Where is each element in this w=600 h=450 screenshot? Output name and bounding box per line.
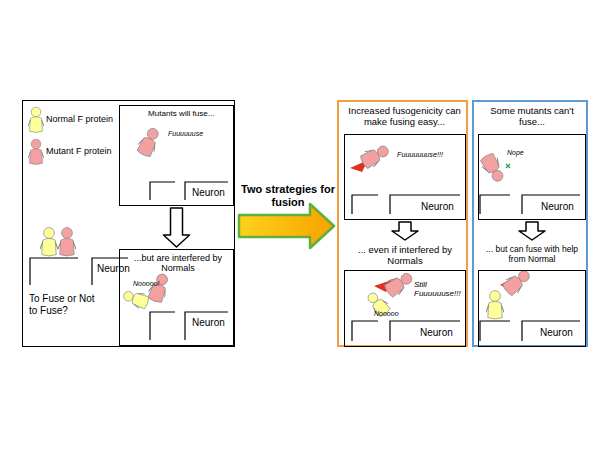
neuron-label: Neuron xyxy=(192,187,232,199)
block-arrow xyxy=(392,222,418,240)
block-arrow xyxy=(164,208,190,247)
neuron-ledges xyxy=(30,182,580,341)
neuron-label: Neuron xyxy=(420,327,460,339)
scene-box: ... even if interfered by NormalsStill F… xyxy=(344,242,466,347)
legend-figure xyxy=(28,138,44,166)
legend-text: Mutant F protein xyxy=(46,146,116,156)
scene-box: ... but can fuse with help from NormalNe… xyxy=(478,242,586,347)
caption-text: ... even if interfered by Normals xyxy=(346,245,464,267)
caption-text: Mutants will fuse... xyxy=(148,109,233,118)
caption-text: To Fuse or Not to Fuse? xyxy=(29,293,101,316)
strategy-panel: Some mutants can't fuse...NopeNeuron... … xyxy=(472,100,588,347)
neuron-label: Neuron xyxy=(192,317,232,329)
scene-box: ...but are interfered by NormalsNooooo! N… xyxy=(119,249,234,346)
caption-text: Some mutants can't fuse... xyxy=(478,106,586,128)
neuron-label: Neuron xyxy=(421,201,461,213)
block-arrow xyxy=(519,222,545,240)
neuron-label: Neuron xyxy=(540,327,580,339)
scene-box: NopeNeuron xyxy=(478,134,586,220)
legend-text: Normal F protein xyxy=(46,114,116,124)
neuron-label: Neuron xyxy=(541,201,581,213)
panel: Neuron To Fuse or Not to Fuse? Mutants wil… xyxy=(22,100,235,347)
speech-text: Still Fuuuuuuse!!! xyxy=(414,280,464,298)
speech-text: Nooooo! xyxy=(133,280,173,288)
legend-figure xyxy=(28,106,44,134)
speech-text: Fuuuuuuuse!!! xyxy=(397,151,465,159)
neuron-label: Neuron xyxy=(97,263,137,275)
strategy-panel: Increased fusogenicity can make fusing e… xyxy=(337,100,468,347)
caption-text: ...but are interfered by Normals xyxy=(124,253,232,274)
figures xyxy=(40,125,534,319)
speech-text: Nooooo xyxy=(374,310,410,318)
speech-text: Fuuuuuuse xyxy=(168,130,230,138)
speech-text: Nope xyxy=(507,149,537,157)
caption-text: Increased fusogenicity can make fusing e… xyxy=(343,106,466,128)
scene-box: Mutants will fuse... FuuuuuuseNeuron xyxy=(119,105,234,206)
caption-text: ... but can fuse with help from Normal xyxy=(478,245,586,265)
scene-box: Fuuuuuuuse!!! Neuron xyxy=(344,134,466,220)
block-arrow xyxy=(239,204,334,248)
arrow-label: Two strategies for fusion xyxy=(240,183,336,208)
